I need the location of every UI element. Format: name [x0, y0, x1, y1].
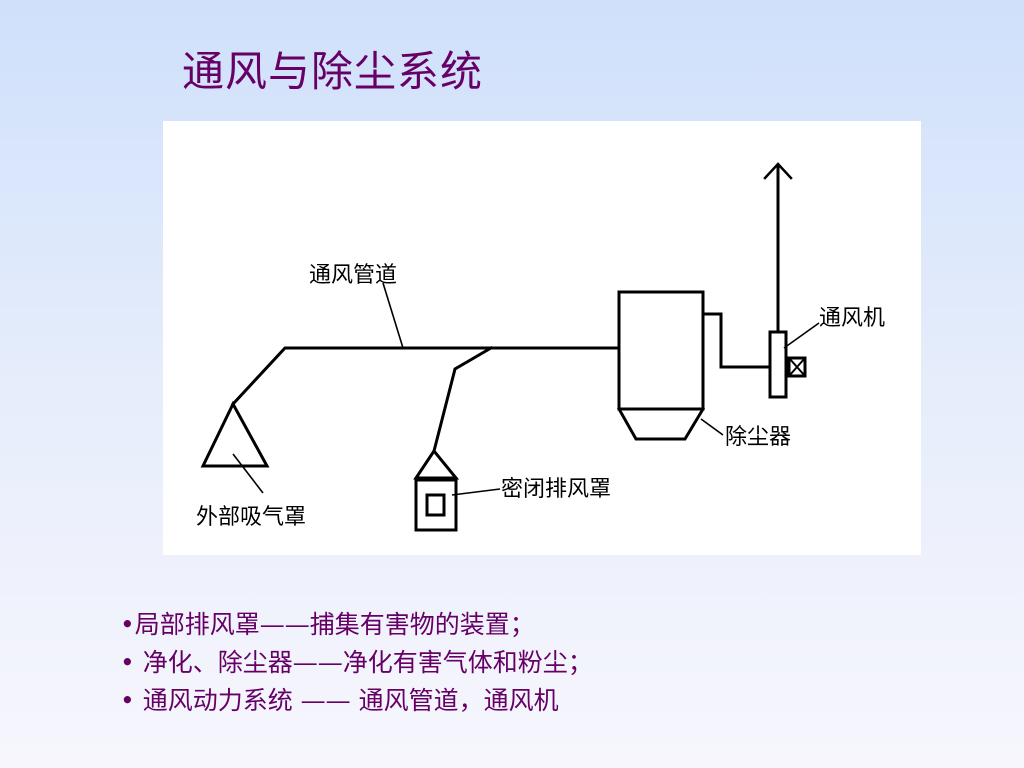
- external-hood: [200, 400, 270, 468]
- page-title: 通风与除尘系统: [182, 47, 484, 96]
- external-hood-label: 外部吸气罩: [196, 505, 306, 530]
- fan-motor-cross: [787, 356, 807, 378]
- sealed-hood-neck: [413, 448, 460, 480]
- sealed-hood-body: [414, 478, 458, 532]
- duct-leader: [382, 282, 404, 349]
- diagram-canvas: 通风管道 通风机 除尘器 密闭排风罩 外部吸气罩: [196, 162, 885, 532]
- system-diagram: 通风管道 通风机 除尘器 密闭排风罩 外部吸气罩: [163, 121, 921, 555]
- branch-duct: [432, 345, 494, 453]
- dust-collector-hopper: [616, 406, 706, 441]
- bullet-item: • 通风动力系统 —— 通风管道，通风机: [120, 686, 559, 715]
- fan-body: [768, 330, 788, 399]
- dust-collector-body: [617, 290, 705, 411]
- main-duct: [230, 346, 621, 407]
- bullet-list: •局部排风罩——捕集有害物的装置； • 净化、除尘器——净化有害气体和粉尘； •…: [120, 606, 1000, 720]
- outlet-duct: [701, 312, 772, 369]
- external-hood-leader: [232, 453, 264, 494]
- collector-leader: [700, 418, 724, 436]
- bullet-item: • 净化、除尘器——净化有害气体和粉尘；: [120, 648, 593, 677]
- exhaust-arrow-icon: [763, 162, 793, 180]
- duct-label: 通风管道: [309, 263, 397, 288]
- sealed-hood-opening: [425, 493, 446, 517]
- sealed-hood-label: 密闭排风罩: [501, 477, 611, 502]
- collector-label: 除尘器: [725, 425, 791, 450]
- fan-label: 通风机: [819, 306, 885, 331]
- sealed-hood-leader: [451, 488, 501, 496]
- fan-motor: [787, 356, 807, 378]
- bullet-item: •局部排风罩——捕集有害物的装置；: [120, 610, 535, 639]
- fan-leader: [783, 322, 820, 349]
